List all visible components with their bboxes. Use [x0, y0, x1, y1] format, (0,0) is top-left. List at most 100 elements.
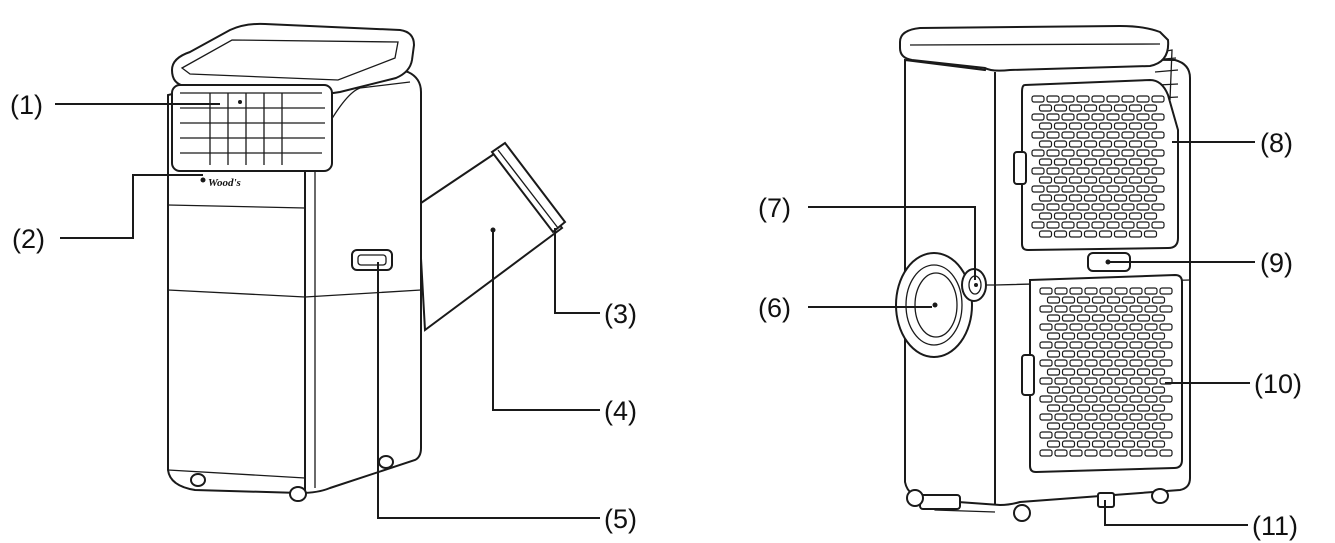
grille-slot — [1038, 140, 1053, 148]
grille-slot — [1106, 131, 1120, 139]
grille-slot — [1121, 350, 1136, 358]
grille-slot — [1144, 305, 1158, 313]
callout-5: (5) — [604, 504, 637, 534]
grille-slot — [1143, 104, 1158, 112]
grille-slot — [1083, 230, 1098, 238]
grille-slot — [1039, 413, 1053, 421]
grille-slot — [1106, 404, 1121, 412]
grille-slot — [1113, 104, 1128, 112]
grille-slot — [1054, 305, 1068, 313]
grille-slot — [1106, 185, 1120, 193]
grille-slot — [1069, 323, 1083, 331]
grille-slot — [1046, 203, 1060, 211]
grille-slot — [1129, 377, 1143, 385]
grille-slot — [1046, 131, 1060, 139]
grille-slot — [1053, 122, 1068, 130]
grille-slot — [1061, 131, 1075, 139]
upper-air-filter-grille — [1013, 78, 1179, 252]
grille-slot — [1121, 368, 1136, 376]
grille-slot — [1121, 440, 1136, 448]
grille-slot — [1076, 314, 1091, 322]
grille-slot — [1069, 395, 1083, 403]
grille-slot — [1091, 221, 1105, 229]
grille-slot — [1136, 203, 1150, 211]
grille-slot — [1098, 176, 1113, 184]
grille-slot — [1128, 212, 1143, 220]
grille-slot — [1106, 332, 1121, 340]
grille-slot — [1106, 113, 1120, 121]
grille-slot — [1114, 305, 1128, 313]
grille-slot — [1106, 368, 1121, 376]
grille-slot — [1113, 212, 1128, 220]
grille-slot — [1128, 176, 1143, 184]
grille-slot — [1076, 386, 1091, 394]
grille-slot — [1061, 167, 1075, 175]
callout-3: (3) — [604, 299, 637, 329]
grille-slot — [1031, 149, 1045, 157]
grille-slot — [1114, 449, 1128, 457]
grille-slot — [1099, 323, 1113, 331]
grille-slot — [1054, 341, 1068, 349]
grille-slot — [1106, 203, 1120, 211]
grille-slot — [1136, 296, 1151, 304]
grille-slot — [1054, 287, 1068, 295]
grille-slot — [1129, 431, 1143, 439]
grille-slot — [1144, 359, 1158, 367]
grille-slot — [1128, 140, 1143, 148]
grille-slot — [1151, 185, 1165, 193]
callout-6: (6) — [758, 293, 791, 323]
leader-3 — [554, 228, 600, 314]
grille-slot — [1038, 212, 1053, 220]
grille-slot — [1159, 395, 1173, 403]
grille-slot — [1106, 95, 1120, 103]
grille-slot — [1143, 122, 1158, 130]
callout-labels: (1) (2) (3) (4) (5) (6) (7) (8) (9) (10)… — [10, 90, 1302, 541]
grille-slot — [1084, 341, 1098, 349]
grille-slot — [1076, 221, 1090, 229]
grille-slot — [1099, 377, 1113, 385]
grille-slot — [1038, 194, 1053, 202]
exhaust-hose — [416, 141, 567, 332]
grille-slot — [1054, 395, 1068, 403]
grille-slot — [1151, 314, 1166, 322]
grille-slot — [1046, 422, 1061, 430]
callout-9: (9) — [1260, 248, 1293, 278]
callout-4: (4) — [604, 396, 637, 426]
brand-dot — [200, 177, 206, 183]
grille-slot — [1159, 323, 1173, 331]
grille-slot — [1151, 131, 1165, 139]
leader-4 — [492, 230, 600, 411]
grille-slot — [1098, 158, 1113, 166]
callout-1: (1) — [10, 90, 43, 120]
grille-slot — [1046, 386, 1061, 394]
grille-slot — [1129, 449, 1143, 457]
grille-slot — [1061, 332, 1076, 340]
grille-slot — [1121, 221, 1135, 229]
brand-logo: Wood's — [208, 177, 241, 189]
grille-slot — [1061, 422, 1076, 430]
grille-slot — [1076, 113, 1090, 121]
grille-slot — [1159, 287, 1173, 295]
grille-slot — [1114, 359, 1128, 367]
grille-slot — [1053, 158, 1068, 166]
grille-slot — [1046, 404, 1061, 412]
grille-slot — [1038, 230, 1053, 238]
back-wheels — [906, 488, 1169, 522]
grille-slot — [1069, 287, 1083, 295]
grille-slot — [1091, 203, 1105, 211]
grille-slot — [1061, 350, 1076, 358]
grille-slot — [1121, 149, 1135, 157]
grille-slot — [1121, 203, 1135, 211]
grille-slot — [1129, 413, 1143, 421]
grille-slot — [1121, 113, 1135, 121]
grille-slot — [1076, 203, 1090, 211]
grille-slot — [1053, 140, 1068, 148]
grille-slot — [1136, 131, 1150, 139]
grille-slot — [1143, 158, 1158, 166]
grille-slot — [1046, 296, 1061, 304]
grille-slot — [1061, 149, 1075, 157]
grille-slot — [1061, 440, 1076, 448]
grille-slot — [1046, 350, 1061, 358]
grille-slot — [1069, 413, 1083, 421]
grille-slot — [1084, 323, 1098, 331]
